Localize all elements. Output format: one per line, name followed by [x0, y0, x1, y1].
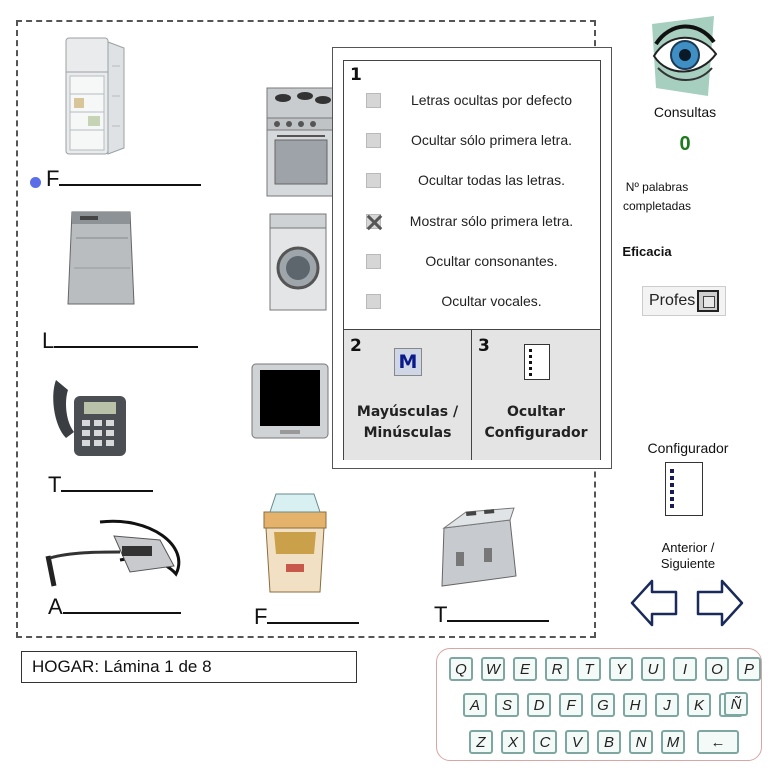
backspace-key[interactable]: ←: [697, 730, 739, 754]
profes-button[interactable]: Profes: [642, 286, 726, 316]
key-p[interactable]: P: [737, 657, 761, 681]
current-item-marker: [30, 177, 41, 188]
dotted-panel-icon: [524, 344, 550, 380]
config-panel-inner: 1 Letras ocultas por defecto Ocultar sól…: [343, 60, 601, 460]
telephone-icon[interactable]: [48, 366, 130, 462]
checkbox[interactable]: [366, 132, 381, 148]
option-ocultar-primera[interactable]: Ocultar sólo primera letra.: [366, 127, 596, 153]
option-ocultar-todas[interactable]: Ocultar todas las letras.: [366, 167, 596, 193]
option-label: Ocultar sólo primera letra.: [410, 132, 573, 148]
option-ocultar-vocales[interactable]: Ocultar vocales.: [366, 288, 596, 314]
consultas-label: Consultas: [653, 104, 717, 120]
key-d[interactable]: D: [527, 693, 551, 717]
section-2-number: 2: [350, 336, 362, 356]
key-t[interactable]: T: [577, 657, 601, 681]
section-1-number: 1: [350, 65, 362, 85]
hide-config-button[interactable]: 3 Ocultar Configurador: [472, 329, 600, 460]
dishwasher-icon[interactable]: [66, 208, 136, 308]
key-n[interactable]: N: [629, 730, 653, 754]
key-v[interactable]: V: [565, 730, 589, 754]
toaster-icon[interactable]: [436, 506, 518, 592]
option-mostrar-primera[interactable]: Mostrar sólo primera letra.: [366, 208, 596, 234]
key-i[interactable]: I: [673, 657, 697, 681]
hide-config-label: Ocultar Configurador: [484, 404, 588, 441]
key-z[interactable]: Z: [469, 730, 493, 754]
key-x[interactable]: X: [501, 730, 525, 754]
checkbox[interactable]: [366, 253, 381, 269]
key-a[interactable]: A: [463, 693, 487, 717]
checkbox[interactable]: [366, 293, 381, 309]
option-letras-ocultas-defecto[interactable]: Letras ocultas por defecto: [366, 87, 596, 113]
word-dishwasher[interactable]: L: [42, 328, 199, 354]
option-label: Ocultar todas las letras.: [417, 172, 566, 188]
profes-label: Profes: [649, 292, 696, 309]
option-label: Mostrar sólo primera letra.: [409, 213, 574, 229]
option-label: Letras ocultas por defecto: [410, 92, 573, 108]
uppercase-m-icon: M: [394, 348, 422, 376]
configurador-button[interactable]: [665, 462, 703, 516]
key-f[interactable]: F: [559, 693, 583, 717]
key-r[interactable]: R: [545, 657, 569, 681]
key-q[interactable]: Q: [449, 657, 473, 681]
word-fridge[interactable]: F: [46, 166, 202, 192]
key-enye[interactable]: Ñ: [724, 692, 748, 716]
word-fryer[interactable]: F: [254, 604, 360, 630]
checkbox[interactable]: [366, 172, 381, 188]
key-m[interactable]: M: [661, 730, 685, 754]
on-screen-keyboard: Q W E R T Y U I O P A S D F G H J K L Z …: [436, 648, 762, 761]
eye-icon[interactable]: [648, 14, 720, 98]
status-bar: HOGAR: Lámina 1 de 8: [21, 651, 357, 683]
key-u[interactable]: U: [641, 657, 665, 681]
television-icon[interactable]: [250, 362, 330, 440]
configurador-label: Configurador: [647, 440, 729, 456]
key-c[interactable]: C: [533, 730, 557, 754]
key-o[interactable]: O: [705, 657, 729, 681]
key-j[interactable]: J: [655, 693, 679, 717]
word-telephone[interactable]: T: [48, 472, 154, 498]
case-toggle-button[interactable]: 2 M Mayúsculas / Minúsculas: [344, 329, 472, 460]
section-3-number: 3: [478, 336, 490, 356]
option-label: Ocultar consonantes.: [425, 253, 558, 269]
word-toaster[interactable]: T: [434, 602, 550, 628]
consultas-value: 0: [679, 133, 691, 155]
washing-machine-icon[interactable]: [268, 212, 328, 312]
key-s[interactable]: S: [495, 693, 519, 717]
key-b[interactable]: B: [597, 730, 621, 754]
previous-arrow-icon[interactable]: [630, 578, 678, 628]
key-h[interactable]: H: [623, 693, 647, 717]
deep-fryer-icon[interactable]: [260, 492, 330, 596]
stove-oven-icon[interactable]: [265, 84, 337, 200]
checkbox-checked[interactable]: [366, 213, 381, 229]
key-y[interactable]: Y: [609, 657, 633, 681]
config-panel: 1 Letras ocultas por defecto Ocultar sól…: [332, 47, 612, 469]
option-label: Ocultar vocales.: [441, 293, 542, 309]
refrigerator-icon[interactable]: [64, 36, 126, 156]
palabras-completadas-label: Nº palabras completadas: [622, 180, 692, 213]
option-ocultar-consonantes[interactable]: Ocultar consonantes.: [366, 248, 596, 274]
profes-window-icon: [697, 290, 719, 312]
nav-label: Anterior / Siguiente: [660, 540, 716, 571]
key-e[interactable]: E: [513, 657, 537, 681]
word-vacuum[interactable]: A: [48, 594, 181, 620]
vacuum-cleaner-icon[interactable]: [40, 516, 186, 588]
key-g[interactable]: G: [591, 693, 615, 717]
checkbox[interactable]: [366, 92, 381, 108]
key-w[interactable]: W: [481, 657, 505, 681]
eficacia-label: Eficacia: [622, 244, 672, 259]
case-toggle-label: Mayúsculas / Minúsculas: [356, 404, 459, 441]
next-arrow-icon[interactable]: [696, 578, 744, 628]
key-k[interactable]: K: [687, 693, 711, 717]
